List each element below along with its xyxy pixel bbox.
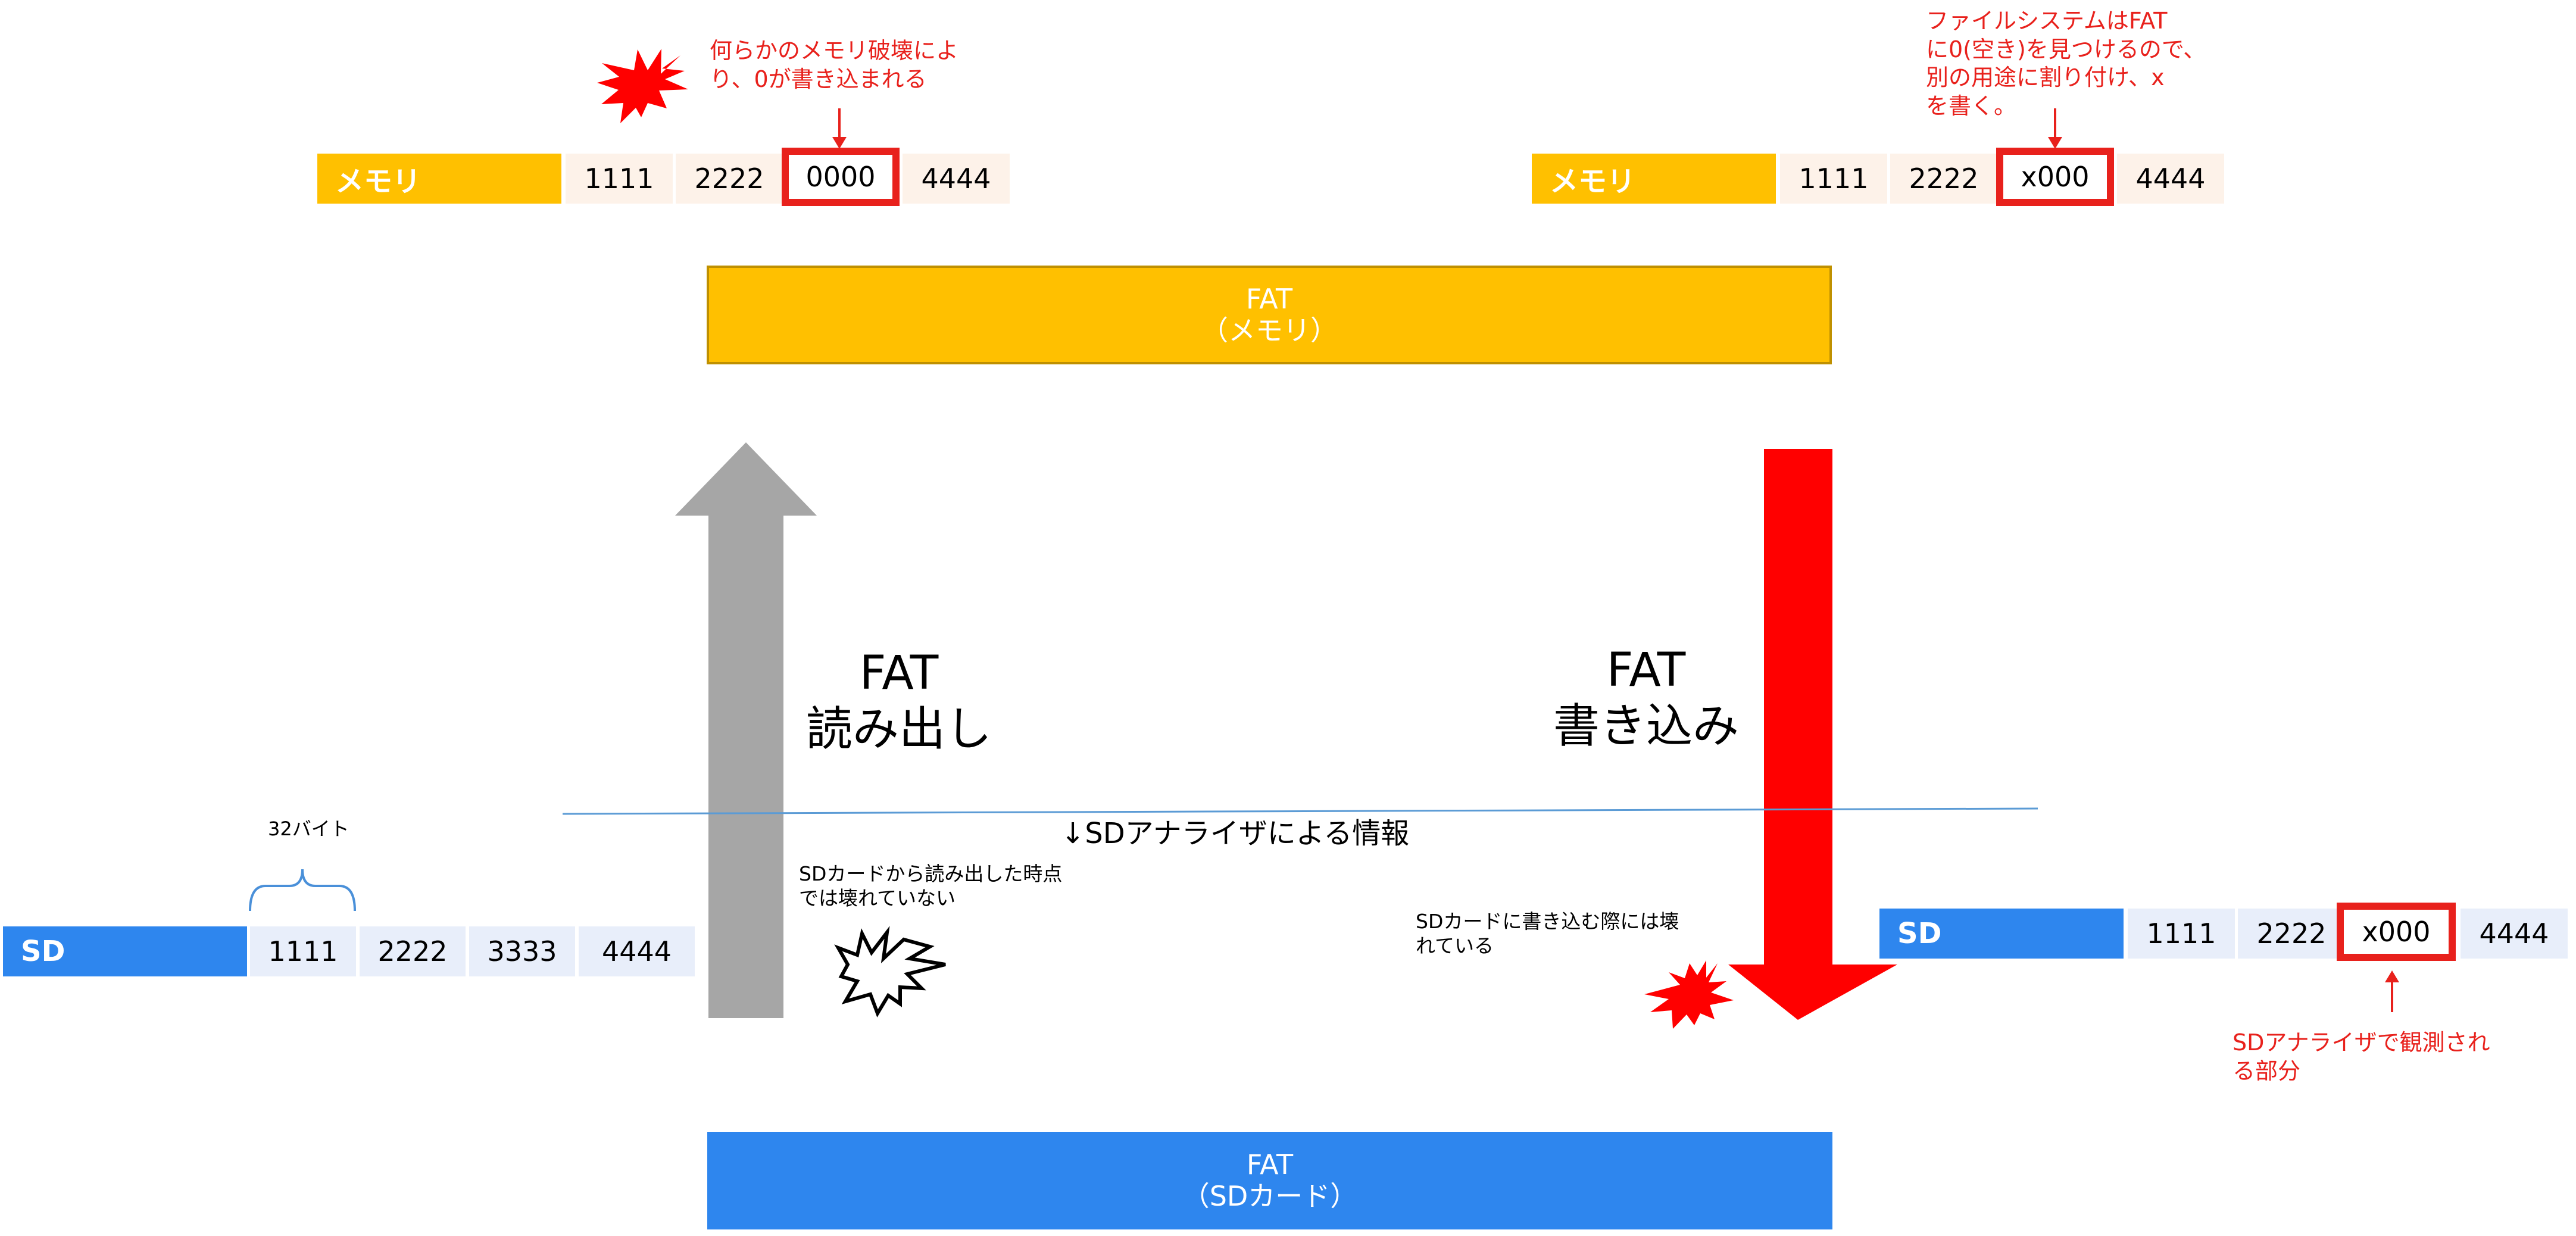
corruption-pointer-arrow (832, 108, 847, 149)
read-arrow-caption: FAT 読み出し (805, 647, 992, 756)
sd-left-cell: 2222 (360, 926, 466, 976)
write-corruption-burst-icon (1644, 960, 1734, 1029)
sd-right-cell: 2222 (2238, 909, 2345, 959)
sd-left-cell: 1111 (250, 926, 356, 976)
sd-left-cell: 3333 (469, 926, 575, 976)
memory-left-cell: 4444 (903, 154, 1010, 204)
memory-left-corrupted-cell: 0000 (782, 148, 900, 206)
observation-pointer-arrow (2385, 970, 2399, 1012)
memory-right-cell: 1111 (1780, 154, 1887, 204)
read-arrow (675, 442, 817, 1018)
read-note: SDカードから読み出した時点 では壊れていない (799, 862, 1063, 910)
write-note: SDカードに書き込む際には壊 れている (1416, 910, 1679, 958)
fat-memory-box: FAT （メモリ） (707, 266, 1832, 364)
memory-corruption-burst-icon (597, 49, 688, 123)
byte-size-brace (249, 869, 356, 912)
memory-right-cell: 4444 (2117, 154, 2224, 204)
sd-left-cell: 4444 (579, 926, 695, 976)
write-arrow (1728, 449, 1897, 1020)
memory-left-label: メモリ (317, 154, 561, 204)
memory-right-reallocated-cell: x000 (1996, 148, 2114, 206)
sd-right-cell: 1111 (2128, 909, 2235, 959)
sd-right-observed-cell: x000 (2337, 903, 2456, 961)
sd-left-label: SD (3, 926, 247, 976)
sd-analyzer-divider-label: ↓SDアナライザによる情報 (1061, 817, 1410, 850)
memory-left-cell: 2222 (676, 154, 783, 204)
write-arrow-caption: FAT 書き込み (1553, 644, 1739, 753)
fat-memory-subtitle: （メモリ） (1201, 314, 1338, 347)
byte-size-label: 32バイト (268, 817, 349, 840)
filesystem-reallocation-note: ファイルシステムはFAT に0(空き)を見つけるので、 別の用途に割り付け、x … (1926, 8, 2206, 119)
fat-sd-title: FAT (1246, 1148, 1294, 1181)
sd-right-cell: 4444 (2461, 909, 2568, 959)
memory-corruption-note: 何らかのメモリ破壊によ り、0が書き込まれる (710, 38, 959, 92)
sd-right-label: SD (1879, 909, 2124, 959)
memory-right-label: メモリ (1532, 154, 1776, 204)
fat-memory-title: FAT (1245, 283, 1293, 316)
memory-right-cell: 2222 (1890, 154, 1997, 204)
sd-analyzer-divider (562, 807, 2038, 815)
read-no-damage-burst-icon (834, 926, 946, 1017)
sd-analyzer-observation-note: SDアナライザで観測され る部分 (2232, 1029, 2490, 1084)
memory-left-cell: 1111 (566, 154, 673, 204)
fat-sd-box: FAT （SDカード） (707, 1132, 1832, 1229)
fat-sd-subtitle: （SDカード） (1182, 1180, 1358, 1212)
reallocation-pointer-arrow (2048, 108, 2062, 149)
